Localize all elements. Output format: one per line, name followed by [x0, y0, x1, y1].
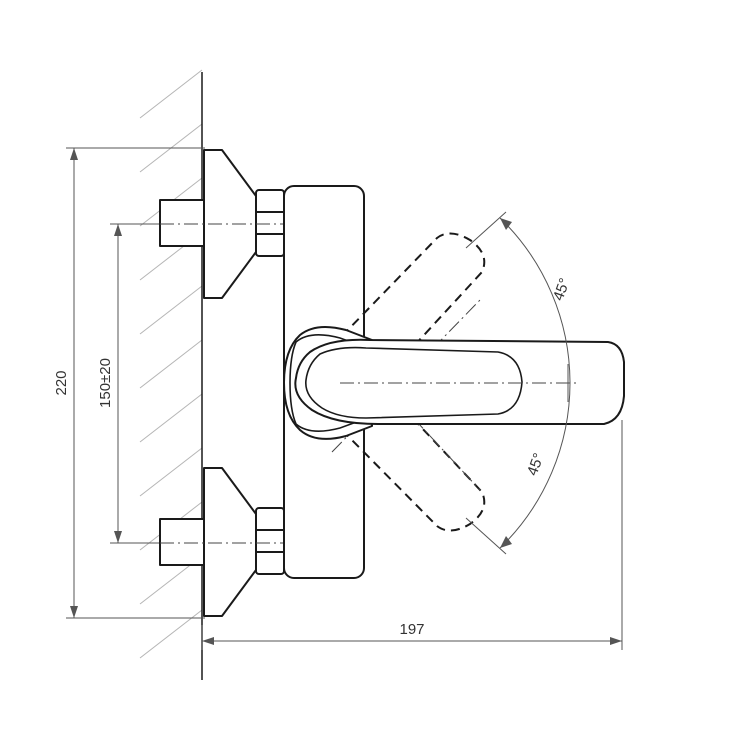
angle-upper-label: 45° [550, 276, 574, 303]
lower-inlet-assembly [159, 467, 285, 617]
dimension-height-total: 220 [53, 147, 205, 619]
dimension-inlet-spacing: 150±20 [97, 223, 160, 544]
dimension-projection-label: 197 [399, 621, 424, 638]
angle-arc-upper [465, 211, 571, 384]
handle-lever-inner [305, 346, 523, 419]
wall-hatching [139, 69, 203, 659]
dimension-inlet-spacing-label: 150±20 [97, 358, 114, 408]
dimension-projection: 197 [201, 420, 623, 650]
dimension-height-total-label: 220 [53, 370, 70, 395]
angle-lower-label: 45° [524, 451, 548, 478]
handle-lever [294, 338, 625, 425]
angle-arc-lower [465, 382, 571, 555]
upper-inlet-assembly [159, 149, 285, 299]
